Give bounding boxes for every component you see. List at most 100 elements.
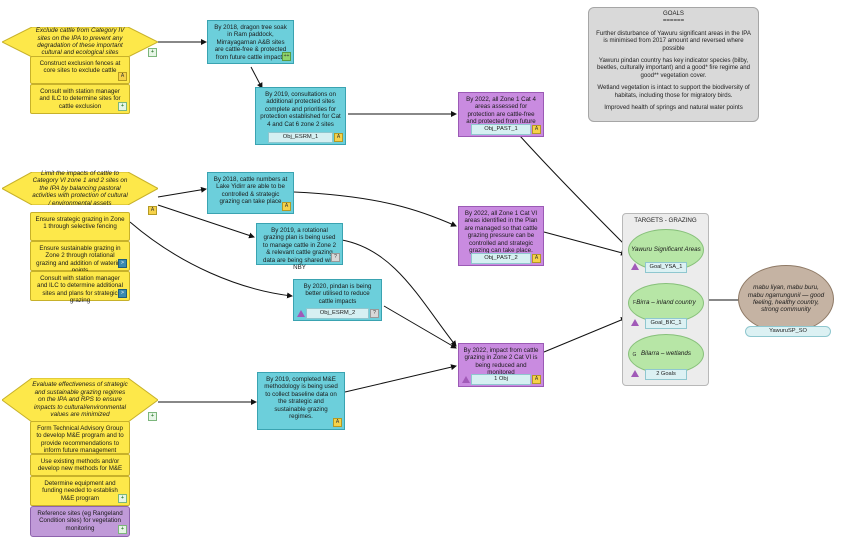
expand-icon[interactable]: + — [148, 412, 157, 421]
objective-zone1-cat4[interactable]: By 2022, all Zone 1 Cat 4 areas assessed… — [458, 92, 544, 137]
target-birra-inland-country[interactable]: Birra – inland country — [628, 283, 704, 323]
target-tag: Goal_BIC_1 — [645, 318, 687, 329]
result-lake-yidirr[interactable]: By 2018, cattle numbers at Lake Yidirr a… — [207, 172, 294, 214]
status-icon: A — [148, 206, 157, 215]
activity-strategic-grazing-zone1[interactable]: Ensure strategic grazing in Zone 1 throu… — [30, 212, 130, 241]
result-text: By 2019, consultations on additional pro… — [260, 91, 341, 128]
status-icon: A — [532, 254, 541, 263]
status-icon: A — [333, 418, 342, 427]
activity-consult-grazing-plans[interactable]: Consult with station manager and ILC to … — [30, 271, 130, 305]
result-text: By 2019, a rotational grazing plan is be… — [262, 227, 337, 272]
result-text: By 2018, cattle numbers at Lake Yidirr a… — [213, 176, 288, 206]
strategy-text: Evaluate effectiveness of strategic and … — [32, 381, 128, 419]
activity-consult-exclusion[interactable]: Consult with station manager and ILC to … — [30, 84, 130, 114]
activity-construct-fences[interactable]: Construct exclusion fences at core sites… — [30, 56, 130, 84]
goal-icon — [631, 263, 639, 270]
link-o2-t1 — [543, 231, 627, 256]
result-tag: Obj_ESRM_1 — [268, 132, 333, 143]
target-tag: Goal_YSA_1 — [645, 262, 687, 273]
vision-tag: YawuruSP_SO — [745, 326, 831, 337]
progress-icon: ++ — [282, 52, 291, 61]
expand-icon[interactable]: + — [148, 48, 157, 57]
status-icon: A — [532, 375, 541, 384]
activity-text: Reference sites (eg Rangeland Condition … — [37, 510, 123, 532]
objective-zone1-cat6[interactable]: By 2022, all Zone 1 Cat VI areas identif… — [458, 206, 544, 266]
result-me-methodology[interactable]: By 2019, completed M&E methodology is be… — [257, 372, 345, 430]
status-icon: A — [532, 125, 541, 134]
target-text: Bilarra – wetlands — [640, 350, 692, 358]
status-icon: A — [334, 133, 343, 142]
targets-title: TARGETS - GRAZING — [634, 217, 697, 224]
objective-text: By 2022, all Zone 1 Cat VI areas identif… — [464, 210, 538, 255]
target-text: Birra – inland country — [636, 299, 696, 307]
goals-underline: ====== — [662, 17, 685, 25]
objective-zone2-cat6[interactable]: By 2022, impact from cattle grazing in Z… — [458, 343, 544, 387]
activity-text: Ensure sustainable grazing in Zone 2 thr… — [36, 245, 124, 274]
result-dragon-tree-soak[interactable]: By 2018, dragon tree soak in Ram paddock… — [207, 20, 294, 64]
strategy-limit-cattle[interactable]: Limit the impacts of cattle to Category … — [0, 169, 160, 207]
result-text: By 2020, pindan is being better utilised… — [303, 283, 372, 305]
link-s2-r5 — [129, 221, 293, 299]
goal-icon — [631, 319, 639, 326]
link-r5-o3 — [383, 305, 457, 349]
status-icon: A — [118, 72, 127, 81]
objective-tag: Obj_PAST_1 — [471, 124, 531, 135]
activity-text: Construct exclusion fences at core sites… — [39, 60, 121, 75]
activity-text: Consult with station manager and ILC to … — [39, 88, 121, 110]
goals-panel: GOALS ====== Further disturbance of Yawu… — [588, 7, 759, 122]
objective-tag: 1 Obj — [471, 374, 531, 385]
link-s2-r4 — [157, 204, 255, 239]
arrow-icon[interactable]: > — [118, 259, 127, 268]
result-consultations-protected-sites[interactable]: By 2019, consultations on additional pro… — [255, 87, 346, 145]
status-icon: A — [282, 202, 291, 211]
link-o1-t1 — [519, 135, 629, 249]
strategy-evaluate-grazing[interactable]: Evaluate effectiveness of strategic and … — [1, 377, 159, 423]
strategy-exclude-cattle[interactable]: Exclude cattle from Category IV sites on… — [0, 26, 160, 58]
goal-icon — [631, 370, 639, 377]
target-tag: 2 Goals — [645, 369, 687, 380]
unknown-status-icon: ? — [370, 309, 379, 318]
activity-me-equipment[interactable]: Determine equipment and funding needed t… — [30, 476, 130, 506]
activity-text: Determine equipment and funding needed t… — [42, 480, 118, 502]
strategy-text: Exclude cattle from Category IV sites on… — [35, 27, 125, 57]
link-r3-o2 — [293, 191, 457, 227]
link-s2-r3 — [157, 186, 207, 198]
objective-tag: Obj_PAST_2 — [471, 253, 531, 264]
unknown-status-icon: ? — [331, 253, 340, 262]
g-icon: G — [632, 352, 637, 358]
result-text: By 2018, dragon tree soak in Ram paddock… — [214, 24, 287, 61]
goal-item: Further disturbance of Yawuru significan… — [596, 29, 751, 52]
objective-icon — [297, 310, 305, 317]
target-text: Yawuru Significant Areas — [631, 246, 701, 254]
activity-text: Ensure strategic grazing in Zone 1 throu… — [35, 216, 125, 231]
link-r6-o3 — [344, 364, 457, 393]
expand-icon[interactable]: + — [118, 102, 127, 111]
expand-icon[interactable]: + — [118, 525, 127, 534]
arrow-icon[interactable]: > — [118, 289, 127, 298]
activity-text: Form Technical Advisory Group to develop… — [36, 425, 124, 455]
objective-icon — [462, 376, 470, 383]
objective-text: By 2022, impact from cattle grazing in Z… — [463, 347, 539, 377]
result-tag: Obj_ESRM_2 — [306, 308, 369, 319]
f-icon: F — [632, 300, 637, 306]
activity-technical-advisory-group[interactable]: Form Technical Advisory Group to develop… — [30, 421, 130, 454]
activity-me-methods[interactable]: Use existing methods and/or develop new … — [30, 454, 130, 476]
result-pindan-utilised[interactable]: By 2020, pindan is being better utilised… — [293, 279, 382, 321]
link-r4-o3 — [341, 239, 457, 347]
expand-icon[interactable]: + — [118, 494, 127, 503]
goal-item: Improved health of springs and natural w… — [604, 104, 743, 112]
activity-reference-sites[interactable]: Reference sites (eg Rangeland Condition … — [30, 506, 130, 537]
strategy-text: Limit the impacts of cattle to Category … — [32, 169, 128, 207]
activity-text: Use existing methods and/or develop new … — [37, 458, 123, 473]
link-o3-t2 — [543, 317, 627, 353]
target-bilarra-wetlands[interactable]: Bilarra – wetlands — [628, 334, 704, 374]
vision-ellipse[interactable]: mabu liyan, mabu buru, mabu ngarrungunil… — [738, 265, 834, 333]
result-text: By 2019, completed M&E methodology is be… — [264, 376, 338, 421]
activity-text: Consult with station manager and ILC to … — [37, 275, 123, 305]
goal-item: Yawuru pindan country has key indicator … — [596, 57, 751, 79]
goals-title: GOALS — [663, 10, 684, 17]
vision-text: mabu liyan, mabu buru, mabu ngarrungunil… — [747, 284, 825, 314]
result-rotational-grazing-plan[interactable]: By 2019, a rotational grazing plan is be… — [256, 223, 343, 271]
activity-sustainable-grazing-zone2[interactable]: Ensure sustainable grazing in Zone 2 thr… — [30, 241, 130, 274]
